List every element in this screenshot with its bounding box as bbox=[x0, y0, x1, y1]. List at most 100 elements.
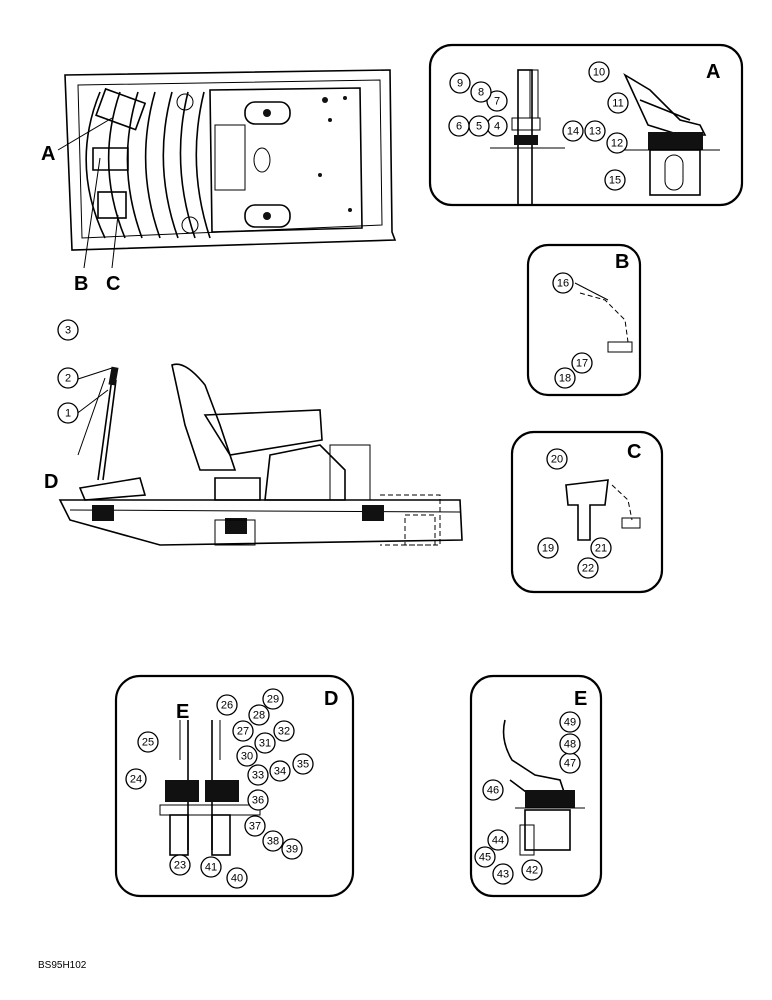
callout-number-25: 25 bbox=[142, 737, 154, 749]
callout-number-4: 4 bbox=[494, 121, 500, 133]
callout-circle-41 bbox=[200, 856, 222, 878]
callout-circle-21 bbox=[590, 537, 612, 559]
callout-circle-10 bbox=[588, 61, 610, 83]
callout-number-11: 11 bbox=[612, 98, 623, 110]
callout-circle-42 bbox=[521, 859, 543, 881]
callout-circle-27 bbox=[232, 720, 254, 742]
callout-number-46: 46 bbox=[487, 785, 499, 797]
top-view-label-c: C bbox=[106, 273, 120, 295]
callout-number-8: 8 bbox=[478, 87, 484, 99]
callout-circle-9 bbox=[449, 72, 471, 94]
callout-number-17: 17 bbox=[576, 358, 588, 370]
callout-number-43: 43 bbox=[497, 869, 509, 881]
callout-circle-34 bbox=[269, 760, 291, 782]
callout-circle-17 bbox=[571, 352, 593, 374]
callout-number-36: 36 bbox=[252, 795, 264, 807]
callout-circle-7 bbox=[486, 90, 508, 112]
panel-a bbox=[428, 43, 744, 207]
callout-number-20: 20 bbox=[551, 454, 563, 466]
callout-circle-36 bbox=[247, 789, 269, 811]
callout-circle-13 bbox=[584, 120, 606, 142]
callout-circle-28 bbox=[248, 704, 270, 726]
callout-circle-39 bbox=[281, 838, 303, 860]
callout-number-3: 3 bbox=[65, 325, 71, 337]
panel-b bbox=[526, 243, 642, 397]
callout-circle-26 bbox=[216, 694, 238, 716]
panel-d-label-e: E bbox=[176, 701, 189, 723]
callout-circle-2 bbox=[57, 367, 79, 389]
callout-circle-19 bbox=[537, 537, 559, 559]
callout-circle-35 bbox=[292, 753, 314, 775]
callout-circle-29 bbox=[262, 688, 284, 710]
callout-number-29: 29 bbox=[267, 694, 279, 706]
callout-number-31: 31 bbox=[259, 738, 271, 750]
callout-circle-44 bbox=[487, 829, 509, 851]
callout-number-47: 47 bbox=[564, 758, 576, 770]
callout-circle-43 bbox=[492, 863, 514, 885]
callout-number-37: 37 bbox=[249, 821, 261, 833]
panel-c bbox=[510, 430, 664, 594]
callout-circle-45 bbox=[474, 846, 496, 868]
callout-number-12: 12 bbox=[611, 138, 623, 150]
callout-circle-14 bbox=[562, 120, 584, 142]
callout-number-13: 13 bbox=[589, 126, 601, 138]
callout-number-14: 14 bbox=[567, 126, 579, 138]
callout-number-40: 40 bbox=[231, 873, 243, 885]
callout-number-18: 18 bbox=[559, 373, 571, 385]
callout-circle-25 bbox=[137, 731, 159, 753]
callout-circle-20 bbox=[546, 448, 568, 470]
callout-circle-32 bbox=[273, 720, 295, 742]
callout-circle-6 bbox=[448, 115, 470, 137]
callout-circle-1 bbox=[57, 402, 79, 424]
panel-e-title: E bbox=[574, 688, 587, 710]
top-view bbox=[57, 69, 397, 269]
callout-number-10: 10 bbox=[593, 67, 605, 79]
callouts: 1234567891011121314151617181920212223242… bbox=[57, 61, 629, 889]
callout-circle-16 bbox=[552, 272, 574, 294]
callout-circle-11 bbox=[607, 92, 629, 114]
callout-number-28: 28 bbox=[253, 710, 265, 722]
callout-number-48: 48 bbox=[564, 739, 576, 751]
callout-number-41: 41 bbox=[205, 862, 217, 874]
callout-circle-48 bbox=[559, 733, 581, 755]
panel-a-title: A bbox=[706, 61, 720, 83]
callout-circle-18 bbox=[554, 367, 576, 389]
callout-circle-31 bbox=[254, 732, 276, 754]
callout-number-44: 44 bbox=[492, 835, 504, 847]
callout-circle-23 bbox=[169, 854, 191, 876]
callout-number-38: 38 bbox=[267, 836, 279, 848]
callout-number-42: 42 bbox=[526, 865, 538, 877]
callout-number-22: 22 bbox=[582, 563, 594, 575]
callout-number-7: 7 bbox=[494, 96, 500, 108]
panel-b-title: B bbox=[615, 251, 629, 273]
panel-d-title: D bbox=[324, 688, 338, 710]
callout-circle-38 bbox=[262, 830, 284, 852]
callout-circle-49 bbox=[559, 711, 581, 733]
callout-circle-8 bbox=[470, 81, 492, 103]
callout-number-6: 6 bbox=[456, 121, 462, 133]
callout-circle-33 bbox=[247, 764, 269, 786]
side-view bbox=[58, 363, 463, 546]
callout-number-23: 23 bbox=[174, 860, 186, 872]
callout-circle-30 bbox=[236, 745, 258, 767]
callout-circle-12 bbox=[606, 132, 628, 154]
callout-number-27: 27 bbox=[237, 726, 249, 738]
figure-code: BS95H102 bbox=[38, 960, 87, 971]
callout-number-26: 26 bbox=[221, 700, 233, 712]
callout-number-35: 35 bbox=[297, 759, 309, 771]
callout-circle-37 bbox=[244, 815, 266, 837]
callout-number-39: 39 bbox=[286, 844, 298, 856]
callout-circle-40 bbox=[226, 867, 248, 889]
callout-number-45: 45 bbox=[479, 852, 491, 864]
callout-number-5: 5 bbox=[476, 121, 482, 133]
top-view-label-a: A bbox=[41, 143, 55, 165]
callout-circle-24 bbox=[125, 768, 147, 790]
panel-e bbox=[469, 674, 603, 898]
callout-number-1: 1 bbox=[65, 408, 71, 420]
callout-number-32: 32 bbox=[278, 726, 290, 738]
callout-number-16: 16 bbox=[557, 278, 569, 290]
panel-c-title: C bbox=[627, 441, 641, 463]
callout-number-49: 49 bbox=[564, 717, 576, 729]
side-view-label-d: D bbox=[44, 471, 58, 493]
